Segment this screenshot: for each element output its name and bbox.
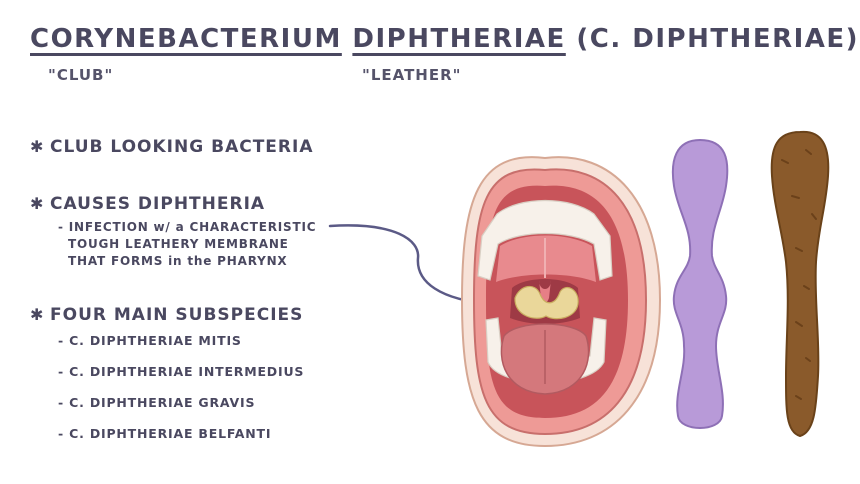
bullet-four-subspecies: ✱ FOUR MAIN SUBSPECIES bbox=[30, 305, 303, 325]
leather-strip-icon bbox=[770, 130, 830, 438]
bullet-causes-diphtheria: ✱ CAUSES DIPHTHERIA bbox=[30, 194, 265, 214]
asterisk-icon: ✱ bbox=[30, 305, 45, 324]
diphtheria-description: - INFECTION w/ a CHARACTERISTIC TOUGH LE… bbox=[58, 219, 316, 270]
desc-line-2: TOUGH LEATHERY MEMBRANE bbox=[68, 237, 289, 251]
title-abbreviation: (C. DIPHTHERIAE) bbox=[576, 24, 860, 54]
club-bacterium-icon bbox=[671, 138, 729, 429]
title-word-corynebacterium: CORYNEBACTERIUM bbox=[30, 24, 342, 54]
subspecies-item: - C. DIPHTHERIAE GRAVIS bbox=[58, 395, 256, 410]
etymology-club: "CLUB" bbox=[48, 66, 114, 84]
page-title: CORYNEBACTERIUM DIPHTHERIAE (C. DIPHTHER… bbox=[30, 24, 859, 54]
open-mouth-icon bbox=[460, 156, 662, 448]
subspecies-item: - C. DIPHTHERIAE BELFANTI bbox=[58, 426, 272, 441]
asterisk-icon: ✱ bbox=[30, 194, 45, 213]
desc-line-1: - INFECTION w/ a CHARACTERISTIC bbox=[58, 220, 317, 234]
bullet-text: FOUR MAIN SUBSPECIES bbox=[50, 305, 304, 325]
subspecies-item: - C. DIPHTHERIAE MITIS bbox=[58, 333, 242, 348]
desc-line-3: THAT FORMS in the PHARYNX bbox=[68, 254, 288, 268]
bullet-text: CLUB LOOKING BACTERIA bbox=[50, 137, 314, 157]
subspecies-item: - C. DIPHTHERIAE INTERMEDIUS bbox=[58, 364, 305, 379]
etymology-leather: "LEATHER" bbox=[362, 66, 462, 84]
title-word-diphtheriae: DIPHTHERIAE bbox=[352, 24, 566, 54]
bullet-club-looking: ✱ CLUB LOOKING BACTERIA bbox=[30, 137, 313, 157]
bullet-text: CAUSES DIPHTHERIA bbox=[50, 194, 266, 214]
asterisk-icon: ✱ bbox=[30, 137, 45, 156]
